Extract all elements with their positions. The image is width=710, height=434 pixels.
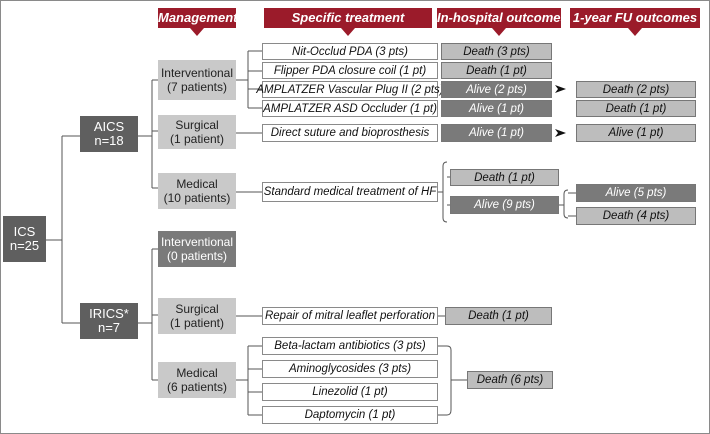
outcome-alive-1: Alive (1 pt)	[441, 100, 552, 117]
treatment-direct-suture: Direct suture and bioprosthesis	[262, 124, 438, 142]
treatment-nit-occlud: Nit-Occlud PDA (3 pts)	[262, 43, 438, 60]
mgmt-label: Surgical	[175, 118, 219, 132]
mgmt-label: Interventional	[160, 66, 234, 80]
header-arrow-management	[190, 28, 204, 36]
fu-death-4: Death (4 pts)	[576, 207, 696, 225]
mgmt-count: (0 patients)	[166, 249, 228, 263]
aics-interventional: Interventional (7 patients)	[158, 60, 236, 100]
root-node-ics: ICS n=25	[3, 216, 46, 262]
header-fu: 1-year FU outcomes	[570, 8, 700, 28]
aics-surgical: Surgical (1 patient)	[158, 115, 236, 149]
mgmt-count: (6 patients)	[166, 380, 228, 394]
treatment-aminoglycosides: Aminoglycosides (3 pts)	[262, 360, 438, 378]
mgmt-count: (1 patient)	[169, 316, 225, 330]
header-arrow-in-hospital	[492, 28, 506, 36]
treatment-linezolid: Linezolid (1 pt)	[262, 383, 438, 401]
irics-label: IRICS*	[89, 306, 129, 321]
fu-death-1: Death (1 pt)	[576, 100, 696, 117]
mgmt-label: Surgical	[175, 302, 219, 316]
root-count: n=25	[9, 238, 40, 253]
irics-interventional: Interventional (0 patients)	[158, 231, 236, 267]
outcome-death-1-medical: Death (1 pt)	[450, 169, 559, 186]
treatment-daptomycin: Daptomycin (1 pt)	[262, 406, 438, 424]
root-label: ICS	[13, 224, 36, 239]
aics-label: AICS	[93, 119, 125, 134]
outcome-death-6: Death (6 pts)	[467, 371, 553, 389]
treatment-flipper-coil: Flipper PDA closure coil (1 pt)	[262, 62, 438, 79]
treatment-vascular-plug: AMPLATZER Vascular Plug II (2 pts)	[256, 81, 444, 98]
treatment-asd-occluder: AMPLATZER ASD Occluder (1 pt)	[262, 100, 438, 117]
irics-medical: Medical (6 patients)	[158, 362, 236, 398]
mgmt-label: Medical	[176, 366, 218, 380]
irics-count: n=7	[97, 320, 121, 335]
outcome-alive-2: Alive (2 pts)	[441, 81, 552, 98]
mgmt-count: (1 patient)	[169, 132, 225, 146]
treatment-standard-hf: Standard medical treatment of HF	[262, 182, 438, 202]
fu-alive-1: Alive (1 pt)	[576, 124, 696, 142]
outcome-death-3: Death (3 pts)	[441, 43, 552, 60]
mgmt-count: (7 patients)	[166, 80, 228, 94]
outcome-death-1: Death (1 pt)	[441, 62, 552, 79]
node-aics: AICS n=18	[80, 116, 138, 152]
outcome-death-1-irics: Death (1 pt)	[445, 307, 552, 325]
outcome-alive-9: Alive (9 pts)	[450, 196, 559, 214]
treatment-beta-lactam: Beta-lactam antibiotics (3 pts)	[262, 337, 438, 355]
aics-medical: Medical (10 patients)	[158, 173, 236, 209]
mgmt-label: Medical	[176, 177, 218, 191]
outcome-alive-1-surgical: Alive (1 pt)	[441, 124, 552, 142]
fu-alive-5: Alive (5 pts)	[576, 184, 696, 202]
header-specific-treatment: Specific treatment	[264, 8, 432, 28]
fu-death-2: Death (2 pts)	[576, 81, 696, 98]
header-in-hospital: In-hospital outcomes	[437, 8, 568, 28]
header-management: Management	[158, 8, 237, 28]
mgmt-count: (10 patients)	[163, 191, 231, 205]
header-arrow-fu	[628, 28, 642, 36]
aics-count: n=18	[94, 133, 124, 148]
irics-surgical: Surgical (1 patient)	[158, 298, 236, 334]
mgmt-label: Interventional	[160, 235, 234, 249]
header-arrow-treatment	[341, 28, 355, 36]
node-irics: IRICS* n=7	[80, 303, 138, 339]
treatment-mitral-repair: Repair of mitral leaflet perforation	[262, 307, 438, 325]
